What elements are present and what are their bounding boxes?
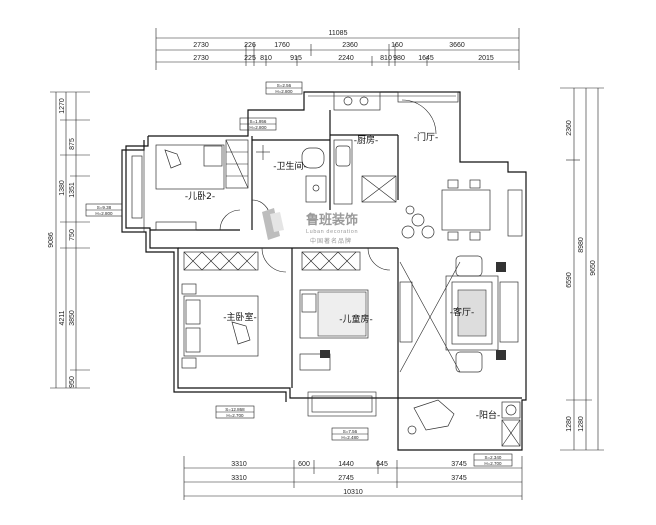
watermark-english: Luban decoration: [306, 229, 358, 235]
svg-text:H=2.700: H=2.700: [226, 413, 244, 418]
toilet: [301, 147, 325, 169]
child-room-2: -儿卧2-: [131, 139, 249, 231]
svg-text:H=2.800: H=2.800: [95, 211, 113, 216]
bottom-dim-1: 3310: [231, 461, 247, 468]
top-dim-2: 226: [244, 42, 256, 49]
dining-table: [441, 189, 491, 231]
top-dim2-8: 1645: [418, 55, 434, 62]
svg-text:S=12.868: S=12.868: [225, 407, 245, 412]
right-dim-1: 2360: [566, 120, 573, 136]
foyer-label: -门厅-: [414, 131, 439, 143]
left-dim-1: 1270: [59, 98, 66, 114]
svg-text:S=2.340: S=2.340: [485, 455, 502, 460]
living-room-label: -客厅-: [450, 306, 475, 318]
top-dim2-7: 980: [393, 55, 405, 62]
bottom-total-dim: 10310: [343, 489, 363, 496]
top-dim2-5: 2240: [338, 55, 354, 62]
child-bed: [299, 289, 369, 339]
top-dim2-9: 2015: [478, 55, 494, 62]
top-dim2-2: 225: [244, 55, 256, 62]
master-bedroom: -主卧室-: [181, 247, 287, 369]
child-room-2-bed: [155, 144, 225, 190]
living-room: -客厅-: [399, 255, 519, 373]
right-dimensions: 2360 6590 1280 8980 1280 9650: [560, 87, 604, 451]
kitchen-label: -厨房-: [354, 134, 379, 146]
top-dim-6: 3660: [449, 42, 465, 49]
child-room-2-label: -儿卧2-: [185, 190, 215, 202]
bottom-dim2-2: 2745: [338, 475, 354, 482]
watermark-slogan: 中国著名品牌: [310, 237, 352, 245]
bathroom: -卫生间-: [251, 145, 327, 219]
watermark-brand: 鲁班装饰: [306, 212, 358, 228]
svg-text:S=7.56: S=7.56: [343, 429, 358, 434]
right-dim-5: 1280: [578, 416, 585, 432]
svg-text:H=2.800: H=2.800: [249, 125, 267, 130]
area-tags: S=2.56 H=2.800 S=1.956 H=2.800 S=9.38 H=…: [85, 81, 513, 467]
right-dim-3: 1280: [566, 416, 573, 432]
bathroom-label: -卫生间-: [273, 160, 307, 172]
left-dimensions: 9086 1270 875 1380 1351 750 4211 3850 95…: [48, 91, 90, 389]
left-dim-8: 950: [69, 376, 76, 388]
coffee-table: [457, 289, 487, 337]
right-total-dim: 9650: [590, 260, 597, 276]
bottom-dim-2: 600: [298, 461, 310, 468]
area-tag: S=1.956 H=2.800: [239, 117, 277, 131]
top-total-dim: 11085: [329, 30, 348, 37]
area-tag: S=2.56 H=2.800: [265, 81, 303, 95]
left-dim-4: 1351: [69, 182, 76, 198]
left-dim-3: 1380: [59, 180, 66, 196]
left-dim-7: 3850: [69, 310, 76, 326]
child-room-1: -儿童房-: [299, 247, 391, 371]
sofa: [499, 281, 519, 343]
bottom-dim2-3: 3745: [451, 475, 467, 482]
svg-text:S=9.38: S=9.38: [97, 205, 112, 210]
svg-text:H=2.700: H=2.700: [484, 461, 502, 466]
bottom-dim-4: 645: [376, 461, 388, 468]
master-bed: [183, 295, 259, 357]
top-dim-5: 160: [391, 42, 403, 49]
top-dim2-4: 915: [290, 55, 302, 62]
bottom-dim2-1: 3310: [231, 475, 247, 482]
kitchen: -厨房-: [333, 91, 397, 205]
top-dim2-1: 2730: [193, 55, 209, 62]
svg-text:S=2.56: S=2.56: [277, 83, 292, 88]
kitchen-sink: [335, 145, 351, 167]
svg-text:S=1.956: S=1.956: [250, 119, 267, 124]
top-dim2-6: 810: [380, 55, 392, 62]
area-tag: S=7.56 H=2.480: [331, 427, 369, 441]
child-room-1-label: -儿童房-: [339, 313, 373, 325]
svg-text:H=2.480: H=2.480: [341, 435, 359, 440]
bottom-dim-3: 1440: [338, 461, 354, 468]
top-dim2-3: 810: [260, 55, 272, 62]
watermark: 鲁班装饰 Luban decoration 中国著名品牌: [262, 208, 358, 245]
top-dim-1: 2730: [193, 42, 209, 49]
top-dimensions: 11085 2730 226 1760 2360 160 3660 2730 2…: [155, 28, 520, 70]
right-dim-4: 8980: [578, 237, 585, 253]
left-dim-6: 4211: [59, 310, 66, 325]
area-tag: S=9.38 H=2.800: [85, 203, 123, 217]
left-total-dim: 9086: [48, 232, 55, 248]
bay-windows: [121, 149, 377, 417]
area-tag: S=2.340 H=2.700: [473, 453, 513, 467]
area-tag: S=12.868 H=2.700: [215, 405, 255, 419]
right-dim-2: 6590: [566, 272, 573, 288]
tv-cabinet: [399, 281, 413, 343]
left-dim-2: 875: [69, 138, 76, 150]
svg-text:H=2.800: H=2.800: [275, 89, 293, 94]
balcony: -阳台-: [407, 399, 521, 447]
top-dim-3: 1760: [274, 42, 290, 49]
master-bedroom-label: -主卧室-: [223, 311, 257, 323]
top-dim-4: 2360: [342, 42, 358, 49]
left-dim-5: 750: [69, 229, 76, 241]
lounge-chair: [413, 399, 455, 431]
balcony-label: -阳台-: [476, 409, 501, 421]
foyer: -门厅-: [397, 91, 523, 241]
bottom-dim-5: 3745: [451, 461, 467, 468]
bottom-dimensions: 3310 600 1440 645 3745 3310 2745 3745 10…: [183, 456, 523, 500]
interior-walls: [150, 110, 522, 399]
